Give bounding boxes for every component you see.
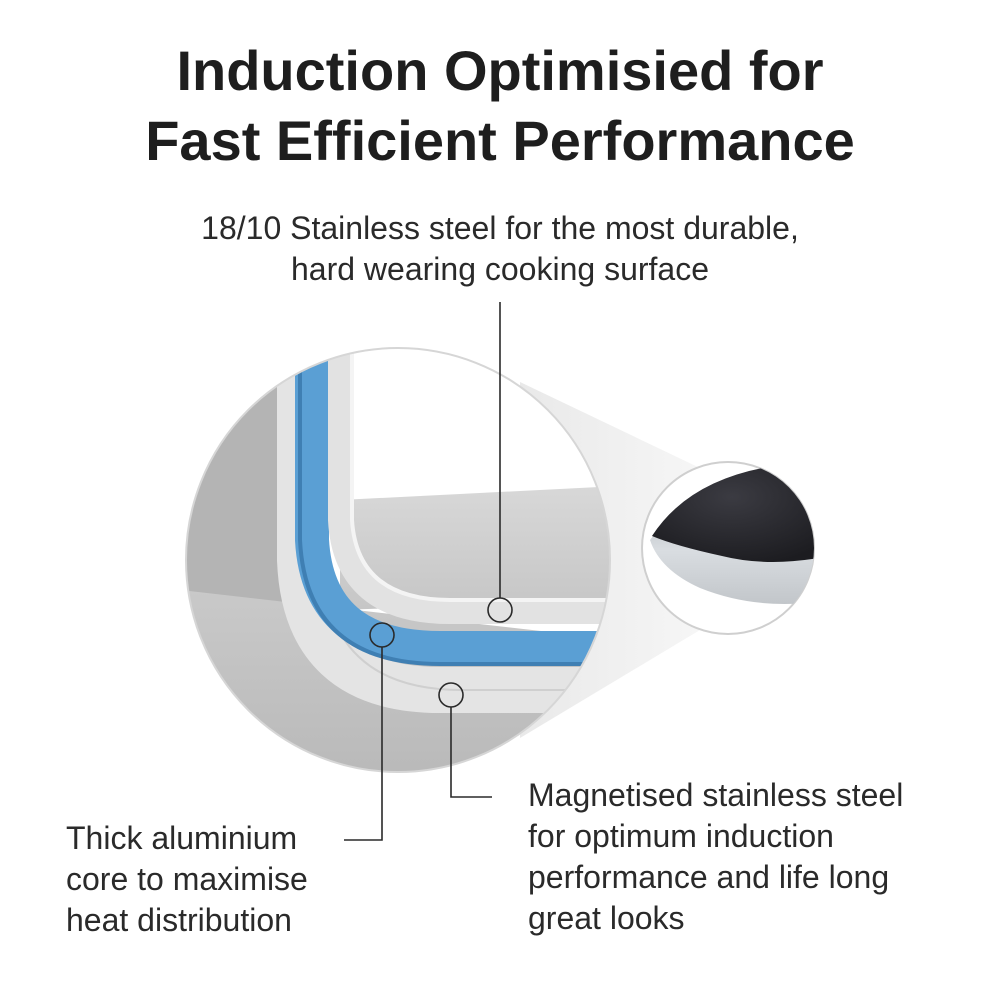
aluminium-core-layer [295, 348, 610, 665]
pan-interior [652, 462, 814, 562]
callout-aluminium-core-line-1: Thick aluminium [66, 820, 298, 856]
callout-aluminium-core: Thick aluminium core to maximise heat di… [66, 818, 308, 941]
callout-magnetised-steel-line-2: for optimum induction [528, 818, 834, 854]
callout-stainless-surface-line-1: 18/10 Stainless steel for the most durab… [201, 210, 799, 246]
callout-magnetised-steel: Magnetised stainless steel for optimum i… [528, 775, 903, 939]
callout-magnetised-steel-line-3: performance and life long [528, 859, 890, 895]
pan-thumbnail [641, 461, 815, 635]
callout-aluminium-core-line-3: heat distribution [66, 902, 292, 938]
leader-line-magnetised [450, 707, 492, 798]
callout-magnetised-steel-line-4: great looks [528, 900, 685, 936]
stainless-surface-layer [328, 348, 610, 624]
leader-lines [344, 302, 513, 841]
page-title: Induction Optimisied for Fast Efficient … [0, 36, 1000, 176]
title-line-2: Fast Efficient Performance [145, 109, 855, 172]
title-line-1: Induction Optimisied for [176, 39, 824, 102]
callout-stainless-surface-line-2: hard wearing cooking surface [290, 251, 709, 287]
callout-magnetised-steel-line-1: Magnetised stainless steel [528, 777, 904, 813]
callout-stainless-surface: 18/10 Stainless steel for the most durab… [0, 208, 1000, 290]
callout-aluminium-core-line-2: core to maximise [66, 861, 308, 897]
marker-stainless [487, 597, 513, 623]
leader-line-aluminium [344, 647, 383, 841]
